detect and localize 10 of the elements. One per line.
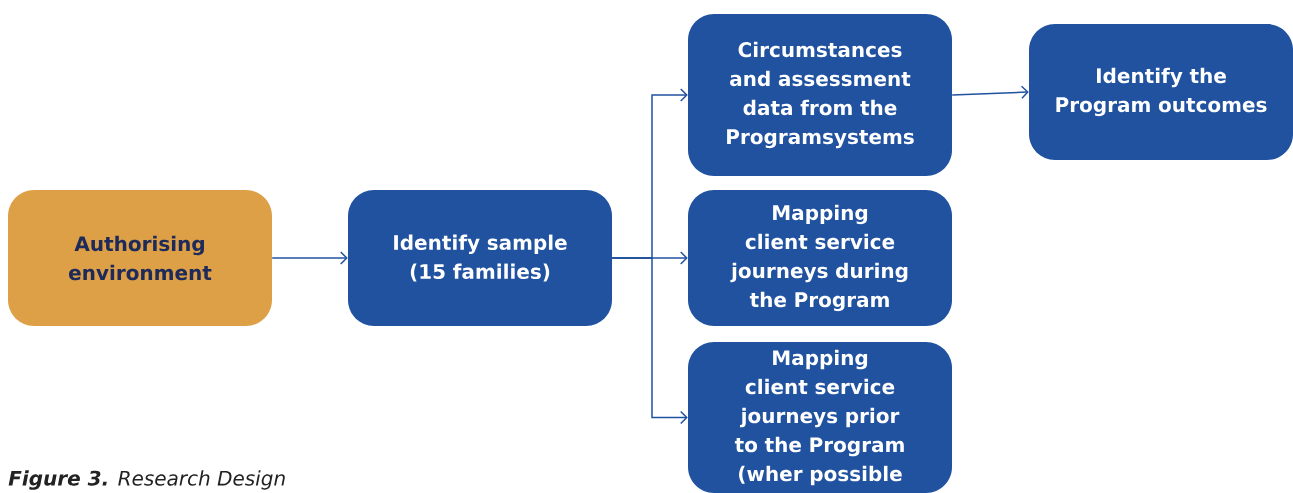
process-box: Identify sample (15 families): [348, 190, 612, 326]
process-box: Mapping client service journeys prior to the Program (wher possible: [688, 342, 952, 493]
arrow: [951, 85, 1029, 99]
process-box: Identify the Program outcomes: [1029, 24, 1293, 160]
process-box: Authorising environment: [8, 190, 272, 326]
arrow: [271, 251, 348, 265]
arrow: [611, 257, 688, 425]
figure-caption: Figure 3. Research Design: [8, 470, 285, 490]
process-box: Mapping client service journeys during the Program: [688, 190, 952, 326]
process-box: Circumstances and assessment data from the Programsystems: [688, 14, 952, 176]
